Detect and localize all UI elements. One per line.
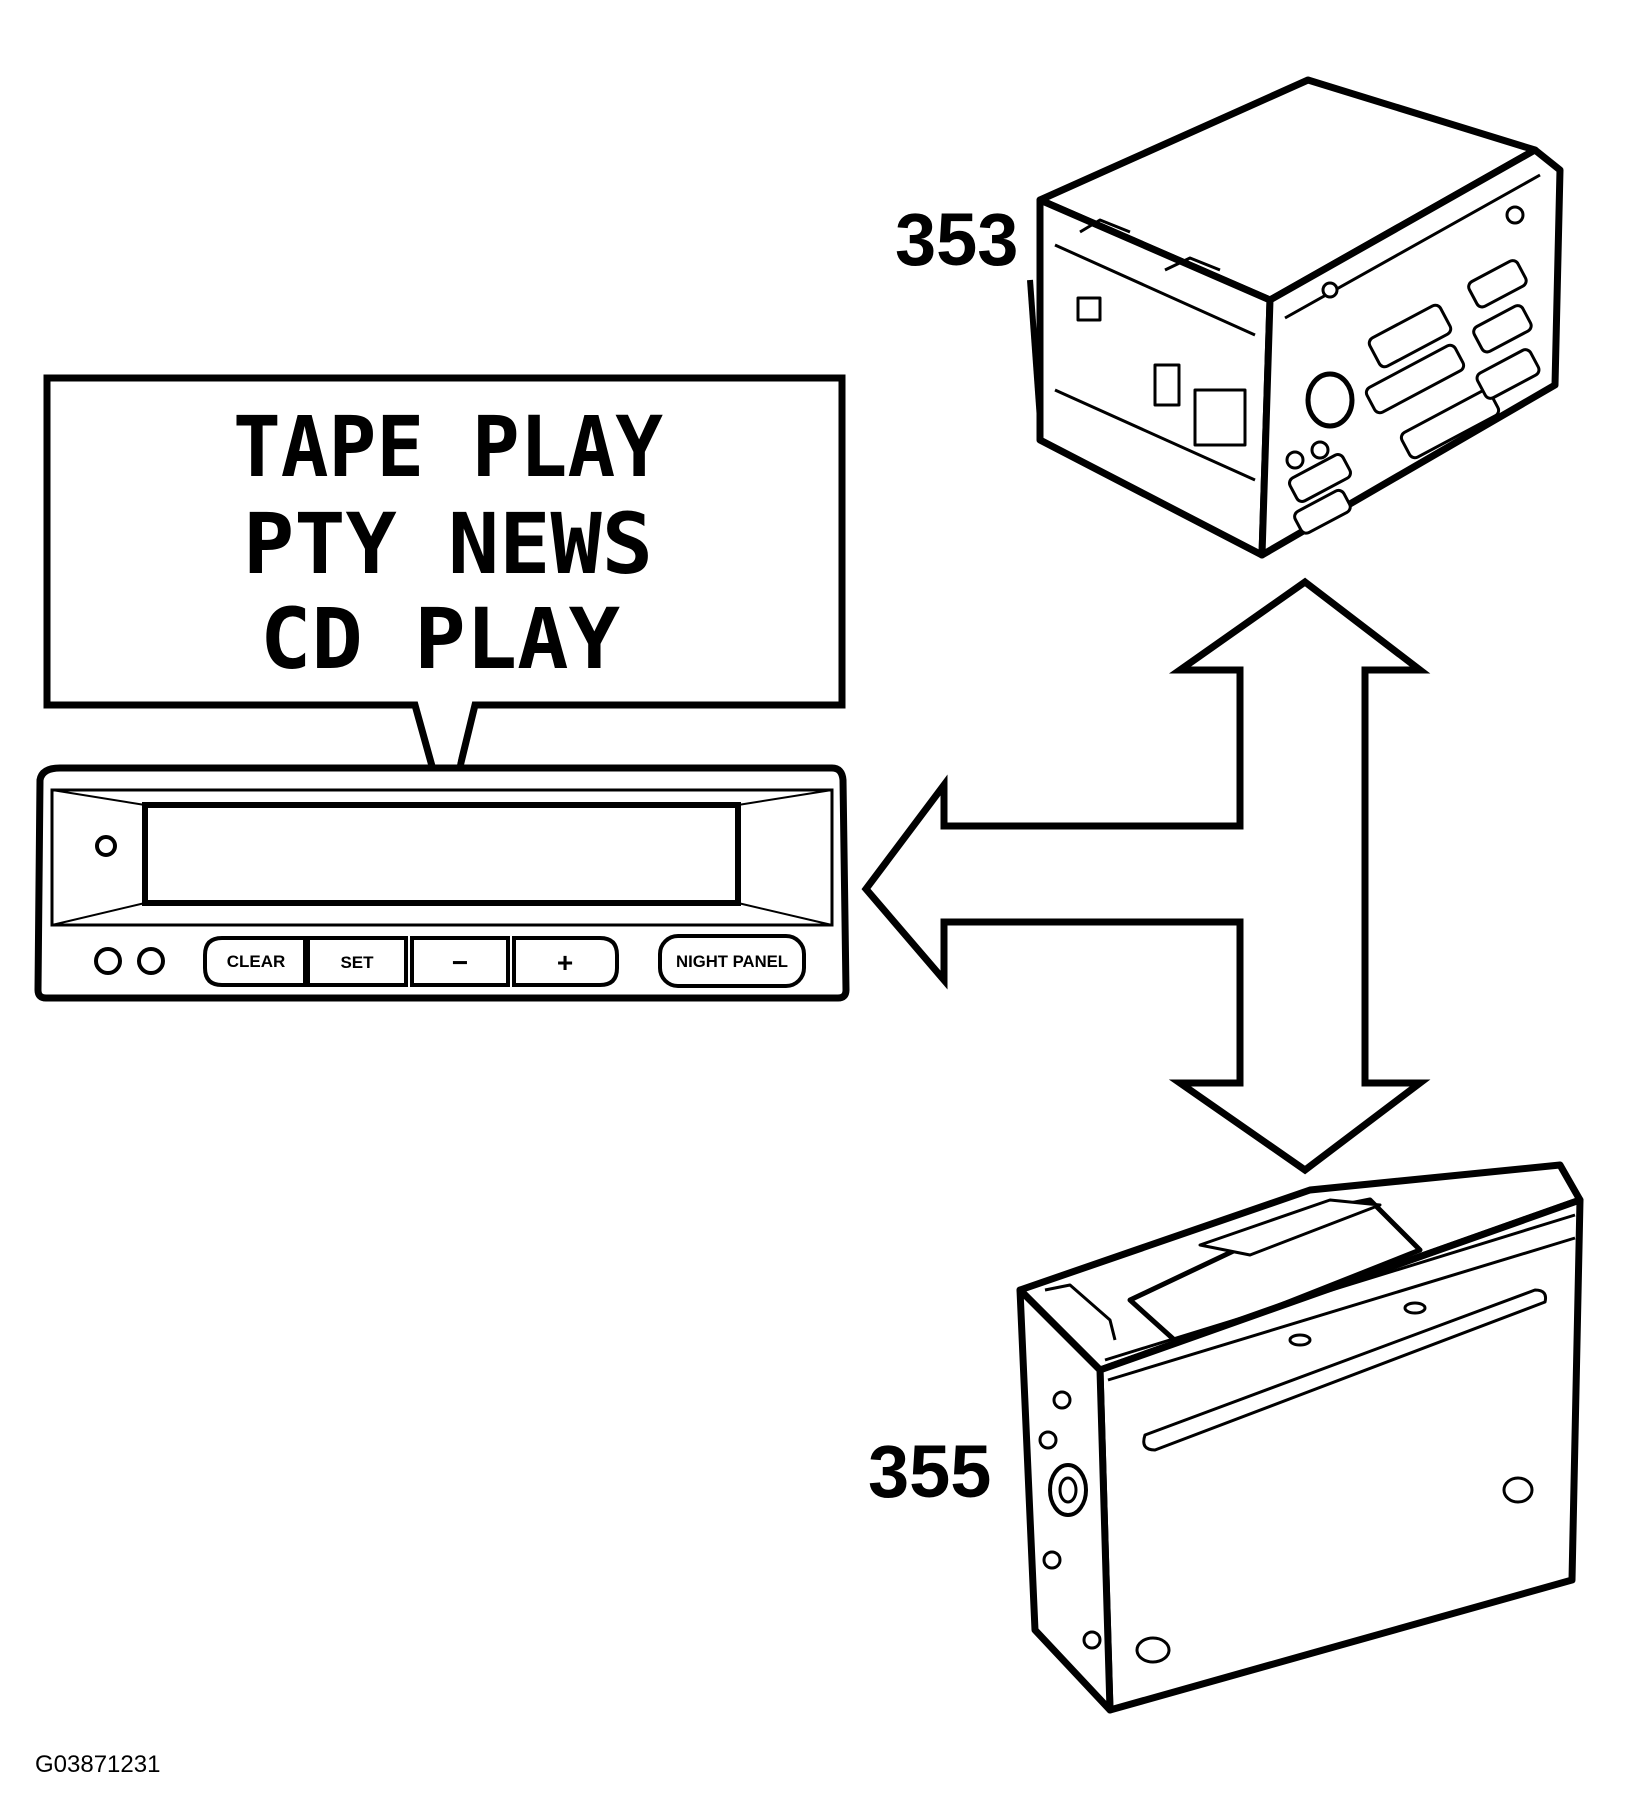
bezel-edge (738, 790, 832, 805)
minus-button[interactable]: − (412, 938, 508, 985)
plus-button[interactable]: + (514, 938, 617, 985)
double-headed-arrow-icon (866, 582, 1420, 1170)
bezel-edge (738, 903, 832, 925)
bezel-edge (52, 790, 145, 805)
display-line-3: CD PLAY (260, 590, 620, 688)
display-panel: CLEAR SET − + NIGHT PANEL (38, 768, 846, 998)
display-line-2: PTY NEWS (243, 495, 653, 593)
data-flow-arrows (866, 582, 1420, 1170)
set-button[interactable]: SET (308, 938, 406, 985)
indicator-lamp-right-icon (139, 949, 163, 973)
clear-button-label: CLEAR (227, 952, 286, 971)
clear-button[interactable]: CLEAR (205, 938, 305, 985)
radio-unit (1030, 80, 1560, 555)
set-button-label: SET (340, 953, 374, 972)
display-text-bubble: TAPE PLAY PTY NEWS CD PLAY (47, 378, 842, 820)
light-sensor-icon (97, 837, 115, 855)
bezel-edge (52, 903, 145, 925)
cd-changer-unit (1020, 1165, 1580, 1710)
night-panel-button-label: NIGHT PANEL (676, 952, 788, 971)
callout-cd-changer-355: 355 (868, 1430, 991, 1513)
night-panel-button[interactable]: NIGHT PANEL (660, 936, 804, 986)
plus-button-label: + (557, 947, 573, 978)
bubble-outline (47, 378, 842, 820)
callout-radio-353: 353 (895, 198, 1018, 281)
indicator-lamp-left-icon (96, 949, 120, 973)
panel-screen (145, 805, 738, 903)
bubble-pointer (430, 705, 468, 820)
figure-id: G03871231 (35, 1751, 160, 1778)
minus-button-label: − (452, 947, 468, 978)
display-line-1: TAPE PLAY (233, 398, 663, 496)
